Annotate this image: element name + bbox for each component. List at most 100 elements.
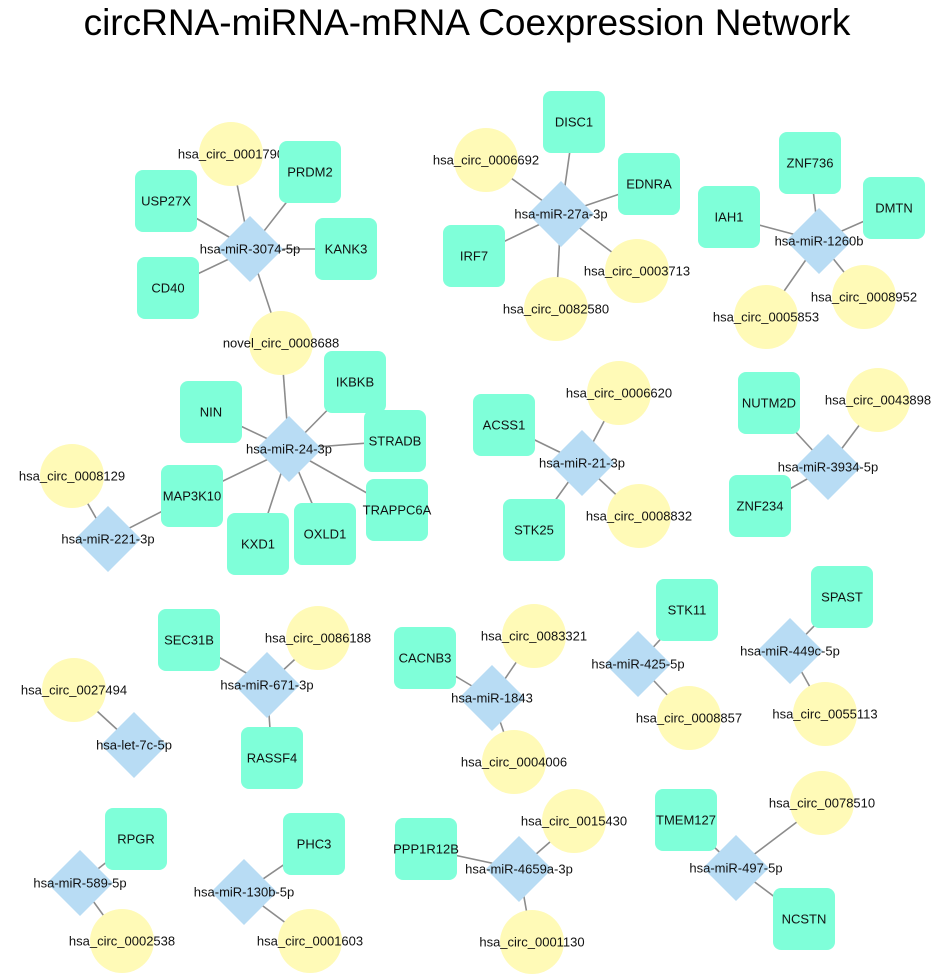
mrna-node-dmtn: DMTN bbox=[863, 177, 925, 239]
mrna-node-rassf4: RASSF4 bbox=[241, 727, 303, 789]
circrna-circle bbox=[542, 789, 606, 853]
circrna-circle bbox=[524, 277, 588, 341]
circrna-node-hsa-circ-0006620: hsa_circ_0006620 bbox=[566, 361, 672, 425]
mrna-node-cacnb3: CACNB3 bbox=[394, 627, 456, 689]
mrna-node-prdm2: PRDM2 bbox=[279, 141, 341, 203]
mirna-node-hsa-mir-1843: hsa-miR-1843 bbox=[451, 665, 533, 731]
node-label: hsa-miR-3934-5p bbox=[778, 460, 878, 475]
mrna-square bbox=[135, 170, 197, 232]
node-label: NIN bbox=[200, 405, 222, 420]
mrna-node-disc1: DISC1 bbox=[543, 91, 605, 153]
mrna-node-znf234: ZNF234 bbox=[729, 475, 791, 537]
node-label: CD40 bbox=[151, 281, 184, 296]
node-label: hsa-miR-425-5p bbox=[591, 657, 684, 672]
mrna-node-iah1: IAH1 bbox=[698, 186, 760, 248]
circrna-circle bbox=[199, 122, 263, 186]
node-label: IKBKB bbox=[336, 375, 374, 390]
mirna-node-hsa-mir-21-3p: hsa-miR-21-3p bbox=[539, 430, 625, 496]
circrna-circle bbox=[42, 658, 106, 722]
circrna-circle bbox=[657, 686, 721, 750]
node-label: ACSS1 bbox=[483, 418, 526, 433]
circrna-node-hsa-circ-0055113: hsa_circ_0055113 bbox=[772, 682, 878, 746]
node-label: hsa_circ_0015430 bbox=[521, 814, 627, 829]
node-layer: hsa_circ_0001790PRDM2USP27Xhsa-miR-3074-… bbox=[19, 91, 931, 974]
mirna-node-hsa-mir-671-3p: hsa-miR-671-3p bbox=[220, 652, 314, 718]
mirna-diamond bbox=[75, 506, 141, 572]
mirna-node-hsa-mir-425-5p: hsa-miR-425-5p bbox=[591, 631, 685, 697]
mrna-node-nutm2d: NUTM2D bbox=[738, 372, 800, 434]
mirna-node-hsa-mir-221-3p: hsa-miR-221-3p bbox=[61, 506, 155, 572]
mrna-square bbox=[503, 499, 565, 561]
node-label: NCSTN bbox=[782, 912, 827, 927]
node-label: hsa-miR-1260b bbox=[775, 234, 864, 249]
circrna-circle bbox=[454, 128, 518, 192]
mrna-square bbox=[729, 475, 791, 537]
mirna-diamond bbox=[786, 208, 852, 274]
mrna-square bbox=[283, 813, 345, 875]
mrna-square bbox=[738, 372, 800, 434]
node-label: hsa_circ_0078510 bbox=[769, 796, 875, 811]
circrna-node-hsa-circ-0001790: hsa_circ_0001790 bbox=[178, 122, 284, 186]
circrna-circle bbox=[587, 361, 651, 425]
node-label: hsa_circ_0006692 bbox=[433, 153, 539, 168]
mrna-square bbox=[811, 566, 873, 628]
mrna-node-znf736: ZNF736 bbox=[779, 132, 841, 194]
node-label: EDNRA bbox=[626, 177, 672, 192]
node-label: hsa_circ_0004006 bbox=[461, 755, 567, 770]
mrna-square bbox=[366, 479, 428, 541]
node-label: SPAST bbox=[821, 590, 863, 605]
circrna-node-hsa-circ-0002538: hsa_circ_0002538 bbox=[69, 909, 175, 973]
mrna-node-ednra: EDNRA bbox=[618, 153, 680, 215]
mrna-node-sec31b: SEC31B bbox=[158, 609, 220, 671]
circrna-node-hsa-circ-0027494: hsa_circ_0027494 bbox=[21, 658, 127, 722]
node-label: hsa-miR-4659a-3p bbox=[465, 862, 573, 877]
node-label: hsa_circ_0005853 bbox=[713, 310, 819, 325]
circrna-node-hsa-circ-0003713: hsa_circ_0003713 bbox=[584, 239, 690, 303]
node-label: hsa-miR-24-3p bbox=[246, 442, 332, 457]
node-label: hsa_circ_0008832 bbox=[586, 509, 692, 524]
mirna-node-hsa-let-7c-5p: hsa-let-7c-5p bbox=[96, 712, 172, 778]
circrna-circle bbox=[605, 239, 669, 303]
circrna-circle bbox=[607, 484, 671, 548]
circrna-node-hsa-circ-0005853: hsa_circ_0005853 bbox=[713, 285, 819, 349]
node-label: hsa-miR-130b-5p bbox=[194, 885, 294, 900]
circrna-circle bbox=[500, 910, 564, 974]
node-label: IAH1 bbox=[715, 210, 744, 225]
mrna-square bbox=[180, 381, 242, 443]
mrna-square bbox=[773, 888, 835, 950]
mirna-diamond bbox=[217, 216, 283, 282]
node-label: hsa_circ_0055113 bbox=[772, 707, 877, 722]
circrna-node-hsa-circ-0006692: hsa_circ_0006692 bbox=[433, 128, 539, 192]
mrna-node-rpgr: RPGR bbox=[105, 808, 167, 870]
node-label: hsa-miR-21-3p bbox=[539, 456, 625, 471]
mrna-node-stk25: STK25 bbox=[503, 499, 565, 561]
mrna-node-spast: SPAST bbox=[811, 566, 873, 628]
mrna-node-cd40: CD40 bbox=[137, 257, 199, 319]
mirna-node-hsa-mir-449c-5p: hsa-miR-449c-5p bbox=[740, 618, 840, 684]
circrna-node-hsa-circ-0004006: hsa_circ_0004006 bbox=[461, 730, 567, 794]
node-label: KXD1 bbox=[241, 537, 275, 552]
circrna-node-hsa-circ-0008832: hsa_circ_0008832 bbox=[586, 484, 692, 548]
mrna-node-irf7: IRF7 bbox=[443, 225, 505, 287]
node-label: ZNF736 bbox=[787, 156, 834, 171]
mrna-square bbox=[543, 91, 605, 153]
node-label: MAP3K10 bbox=[163, 489, 222, 504]
mirna-node-hsa-mir-3934-5p: hsa-miR-3934-5p bbox=[778, 434, 878, 500]
node-label: hsa_circ_0006620 bbox=[566, 386, 672, 401]
mirna-node-hsa-mir-4659a-3p: hsa-miR-4659a-3p bbox=[465, 836, 573, 902]
node-label: RPGR bbox=[117, 832, 155, 847]
circrna-node-hsa-circ-0008129: hsa_circ_0008129 bbox=[19, 444, 125, 508]
node-label: IRF7 bbox=[460, 249, 488, 264]
circrna-circle bbox=[90, 909, 154, 973]
mirna-node-hsa-mir-130b-5p: hsa-miR-130b-5p bbox=[194, 859, 294, 925]
node-label: hsa-miR-27a-3p bbox=[514, 207, 607, 222]
mrna-node-kank3: KANK3 bbox=[315, 218, 377, 280]
circrna-circle bbox=[790, 771, 854, 835]
node-label: hsa_circ_0027494 bbox=[21, 683, 127, 698]
mrna-square bbox=[241, 727, 303, 789]
mrna-node-acss1: ACSS1 bbox=[473, 394, 535, 456]
mirna-node-hsa-mir-27a-3p: hsa-miR-27a-3p bbox=[514, 181, 608, 247]
node-label: hsa_circ_0003713 bbox=[584, 264, 690, 279]
mirna-diamond bbox=[211, 859, 277, 925]
node-label: RASSF4 bbox=[247, 751, 298, 766]
